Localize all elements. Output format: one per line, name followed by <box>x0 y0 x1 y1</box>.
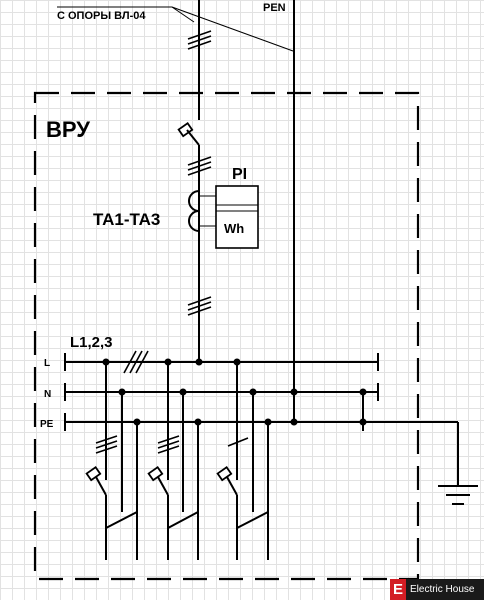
busbar-l <box>64 353 379 371</box>
incoming-cable-3phase-mark <box>187 30 212 50</box>
branch-1 <box>85 362 138 560</box>
meter-tag: PI <box>232 166 247 183</box>
brand-badge: E <box>390 579 406 600</box>
busbar-pe <box>64 413 423 431</box>
energy-meter <box>215 185 259 249</box>
pen-label: PEN <box>263 2 286 14</box>
busbar-l-label: L <box>44 358 50 369</box>
source-leader-to-phase <box>171 6 195 23</box>
main-fuse-switch <box>177 122 200 146</box>
phases-label: L1,2,3 <box>70 334 113 351</box>
ground-symbol <box>423 421 478 505</box>
board-label: ВРУ <box>46 117 90 142</box>
meter-unit: Wh <box>224 221 244 236</box>
busbar-pe-label: PE <box>40 419 54 430</box>
brand-name: Electric House <box>406 579 484 600</box>
phase-cable-3phase-mark <box>187 296 212 316</box>
main-cable-3phase-mark <box>187 156 212 176</box>
brand-watermark: E Electric House <box>390 579 484 600</box>
current-transformers <box>188 190 216 232</box>
source-leader-to-pen <box>171 6 294 52</box>
source-label-group: С ОПОРЫ ВЛ-04 <box>57 6 294 52</box>
busbar-n <box>64 383 379 401</box>
busbar-n-label: N <box>44 389 51 400</box>
busbar-l-3phase-mark <box>123 350 149 374</box>
branch-2 <box>147 362 199 560</box>
source-label: С ОПОРЫ ВЛ-04 <box>57 10 146 22</box>
transformers-label: TA1-TA3 <box>93 210 160 229</box>
board-enclosure <box>33 91 420 581</box>
branch-3 <box>216 362 269 560</box>
